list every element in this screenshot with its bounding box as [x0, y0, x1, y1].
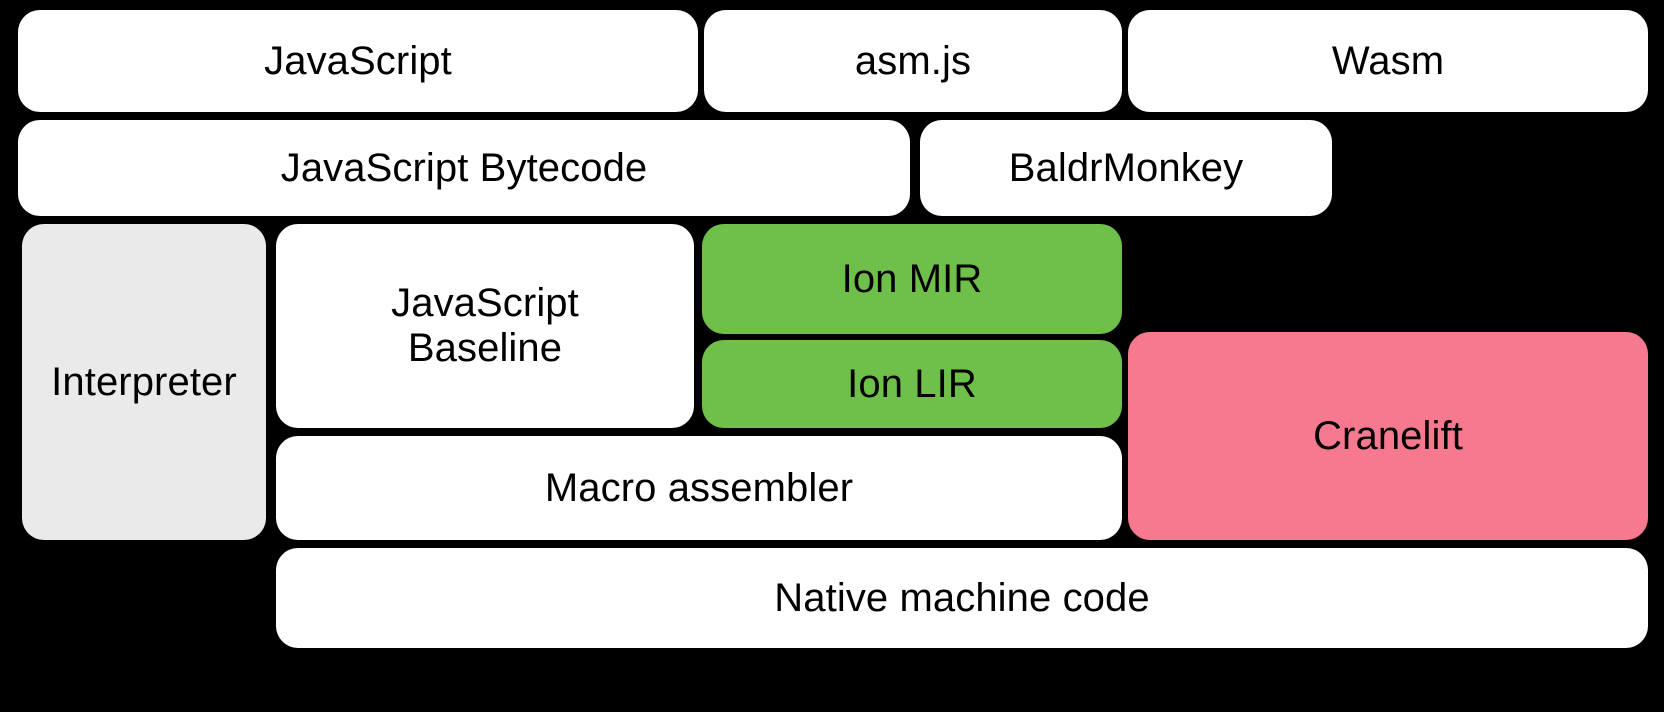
node-javascript-baseline: JavaScript Baseline [276, 224, 694, 428]
node-ion-lir: Ion LIR [702, 340, 1122, 428]
node-label: Ion LIR [847, 361, 977, 406]
node-asm-js: asm.js [704, 10, 1122, 112]
node-label: Interpreter [51, 359, 237, 404]
node-label: JavaScript Baseline [391, 281, 579, 370]
node-native-machine-code: Native machine code [276, 548, 1648, 648]
node-javascript: JavaScript [18, 10, 698, 112]
node-baldrmonkey: BaldrMonkey [920, 120, 1332, 216]
node-ion-mir: Ion MIR [702, 224, 1122, 334]
node-label: Macro assembler [544, 465, 854, 510]
node-label: JavaScript Bytecode [280, 145, 648, 190]
node-label: Cranelift [1313, 413, 1463, 458]
node-cranelift: Cranelift [1128, 332, 1648, 540]
node-macro-assembler: Macro assembler [276, 436, 1122, 540]
node-label: Wasm [1331, 38, 1445, 83]
node-wasm: Wasm [1128, 10, 1648, 112]
node-label: BaldrMonkey [1008, 145, 1244, 190]
node-interpreter: Interpreter [22, 224, 266, 540]
node-label: Ion MIR [841, 256, 983, 301]
node-javascript-bytecode: JavaScript Bytecode [18, 120, 910, 216]
node-label: JavaScript [264, 38, 452, 83]
node-label: Native machine code [774, 575, 1150, 620]
node-label: asm.js [854, 38, 972, 83]
